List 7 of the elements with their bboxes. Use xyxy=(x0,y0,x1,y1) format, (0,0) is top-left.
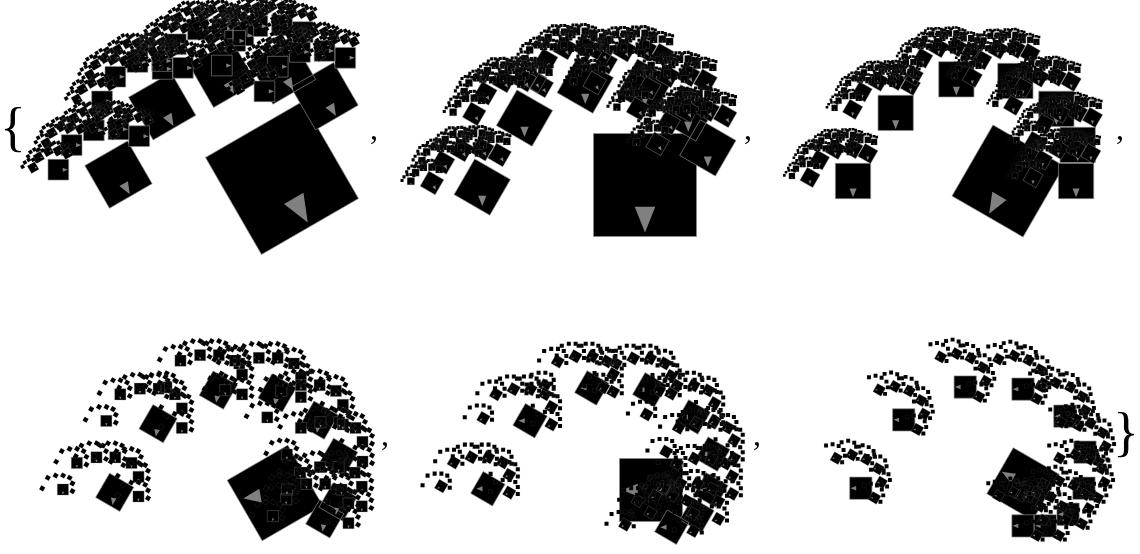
comma: , xyxy=(744,112,752,144)
closing-brace: } xyxy=(1113,405,1139,459)
comma: , xyxy=(381,418,389,450)
comma: , xyxy=(753,418,761,450)
opening-brace: { xyxy=(0,100,26,154)
comma: , xyxy=(1116,112,1124,144)
comma: , xyxy=(370,112,378,144)
